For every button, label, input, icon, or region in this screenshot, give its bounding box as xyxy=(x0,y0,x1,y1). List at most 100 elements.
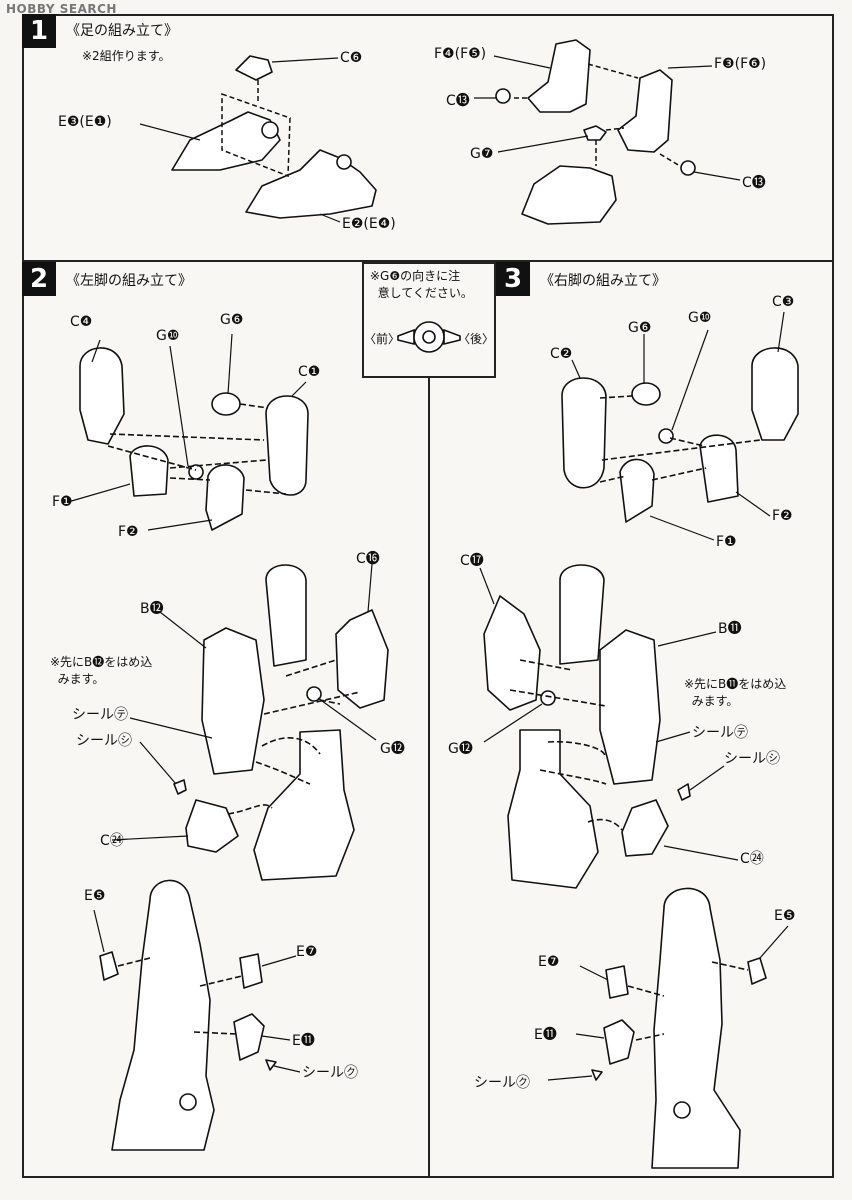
step1-number: 1 xyxy=(22,14,56,48)
orientation-front-label: 〈前〉 xyxy=(364,332,401,346)
label-c13b: C⓭ xyxy=(742,175,766,191)
label-c4: C❹ xyxy=(70,314,93,330)
foot-bottom-part xyxy=(521,165,617,225)
e5-part-left xyxy=(99,951,119,981)
c24-part xyxy=(185,799,239,853)
g10-part-left xyxy=(188,464,204,480)
step2-number: 2 xyxy=(22,262,56,296)
label-b12: B⓬ xyxy=(140,601,164,617)
label-g10-left: G❿ xyxy=(156,328,180,344)
label-g10-right: G❿ xyxy=(688,310,712,326)
c1-part xyxy=(265,395,309,496)
label-seal-te-right: シール㋢ xyxy=(692,725,748,741)
label-e3: E❸(E❶) xyxy=(58,114,112,130)
c13-part-b xyxy=(680,160,696,176)
label-e5-left: E❺ xyxy=(84,888,106,904)
thigh-part xyxy=(265,564,307,667)
c4-part xyxy=(79,347,125,445)
label-c1: C❶ xyxy=(298,364,321,380)
seal-ku-left xyxy=(265,1059,277,1071)
e5-part-right xyxy=(747,957,767,985)
orientation-note-box xyxy=(362,262,496,378)
lower-leg-part-right xyxy=(507,729,599,889)
step2-note: ※先にB⓬をはめ込 みます。 xyxy=(50,655,153,686)
label-c2: C❷ xyxy=(550,346,573,362)
e11-part-right xyxy=(603,1019,635,1065)
g7-part xyxy=(583,125,607,141)
c24-part-right xyxy=(621,799,669,857)
step1-panel xyxy=(22,14,834,262)
label-b11: B⓫ xyxy=(718,621,742,637)
label-g6-right: G❻ xyxy=(628,320,652,336)
label-e11-right: E⓫ xyxy=(534,1027,557,1043)
label-e2: E❷(E❹) xyxy=(342,216,396,232)
c13-part-a xyxy=(495,88,511,104)
e7-part-left xyxy=(239,953,263,989)
label-c24-left: C㉔ xyxy=(100,833,124,849)
seal-shi-left xyxy=(173,779,187,795)
c6-part xyxy=(235,55,273,81)
label-f2-left: F❷ xyxy=(118,524,139,540)
c16-part xyxy=(335,609,389,709)
step2-title: 《左脚の組み立て》 xyxy=(66,273,192,289)
f1-part xyxy=(129,445,169,497)
label-seal-te-left: シール㋢ xyxy=(72,707,128,723)
label-f2-right: F❷ xyxy=(772,508,793,524)
label-g12-left: G⓬ xyxy=(380,741,405,757)
f2-part-right xyxy=(699,434,739,503)
orientation-back-label: 〈後〉 xyxy=(458,332,495,346)
e7-part-right xyxy=(605,965,629,999)
label-f1-right: F❶ xyxy=(716,534,737,550)
f2-part xyxy=(205,464,245,531)
label-e7-left: E❼ xyxy=(296,944,318,960)
f3-part xyxy=(617,69,673,153)
label-c24-right: C㉔ xyxy=(740,851,764,867)
f4-part xyxy=(527,39,591,113)
c3-part xyxy=(751,347,799,441)
c2-part xyxy=(561,377,607,489)
label-f3: F❸(F❻) xyxy=(714,56,767,72)
label-c6: C❻ xyxy=(340,50,363,66)
seal-shi-right xyxy=(677,783,691,801)
label-c17: C⓱ xyxy=(460,553,484,569)
b12-part xyxy=(201,627,265,775)
step3-number: 3 xyxy=(496,262,530,296)
assembled-leg-right xyxy=(651,887,741,1169)
assembled-leg-left xyxy=(111,879,215,1151)
label-seal-ku-left: シール㋗ xyxy=(302,1065,358,1081)
g6-part-right xyxy=(631,382,661,406)
label-g6-left: G❻ xyxy=(220,312,244,328)
orientation-note-text: ※G❻の向きに注 意してください。 xyxy=(370,269,473,300)
label-seal-ku-right: シール㋗ xyxy=(474,1075,530,1091)
g12-part-right xyxy=(540,690,556,706)
step3-note: ※先にB⓫をはめ込 みます。 xyxy=(684,677,787,708)
label-f1-left: F❶ xyxy=(52,494,73,510)
label-g7: G❼ xyxy=(470,146,494,162)
label-e11-left: E⓫ xyxy=(292,1033,315,1049)
label-c13a: C⓭ xyxy=(446,93,470,109)
label-e5-right: E❺ xyxy=(774,908,796,924)
watermark: HOBBY SEARCH xyxy=(6,2,117,16)
thigh-part-right xyxy=(559,564,605,665)
e11-part-left xyxy=(233,1013,265,1061)
g12-part-left xyxy=(306,686,322,702)
label-g12-right: G⓬ xyxy=(448,741,473,757)
step3-title: 《右脚の組み立て》 xyxy=(540,273,666,289)
e3-foot-part xyxy=(171,111,281,171)
g10-part-right xyxy=(658,428,674,444)
b11-part xyxy=(599,629,661,785)
label-e7-right: E❼ xyxy=(538,954,560,970)
lower-leg-part xyxy=(253,729,355,881)
label-c16: C⓰ xyxy=(356,551,380,567)
f1-part-right xyxy=(619,458,655,523)
label-c3: C❸ xyxy=(772,294,795,310)
label-seal-shi-right: シール㋛ xyxy=(724,751,780,767)
step1-title: 《足の組み立て》 xyxy=(66,23,178,39)
step1-note: ※2組作ります。 xyxy=(82,49,171,63)
label-f4: F❹(F❺) xyxy=(434,46,487,62)
seal-ku-right xyxy=(591,1069,603,1081)
label-seal-shi-left: シール㋛ xyxy=(76,733,132,749)
